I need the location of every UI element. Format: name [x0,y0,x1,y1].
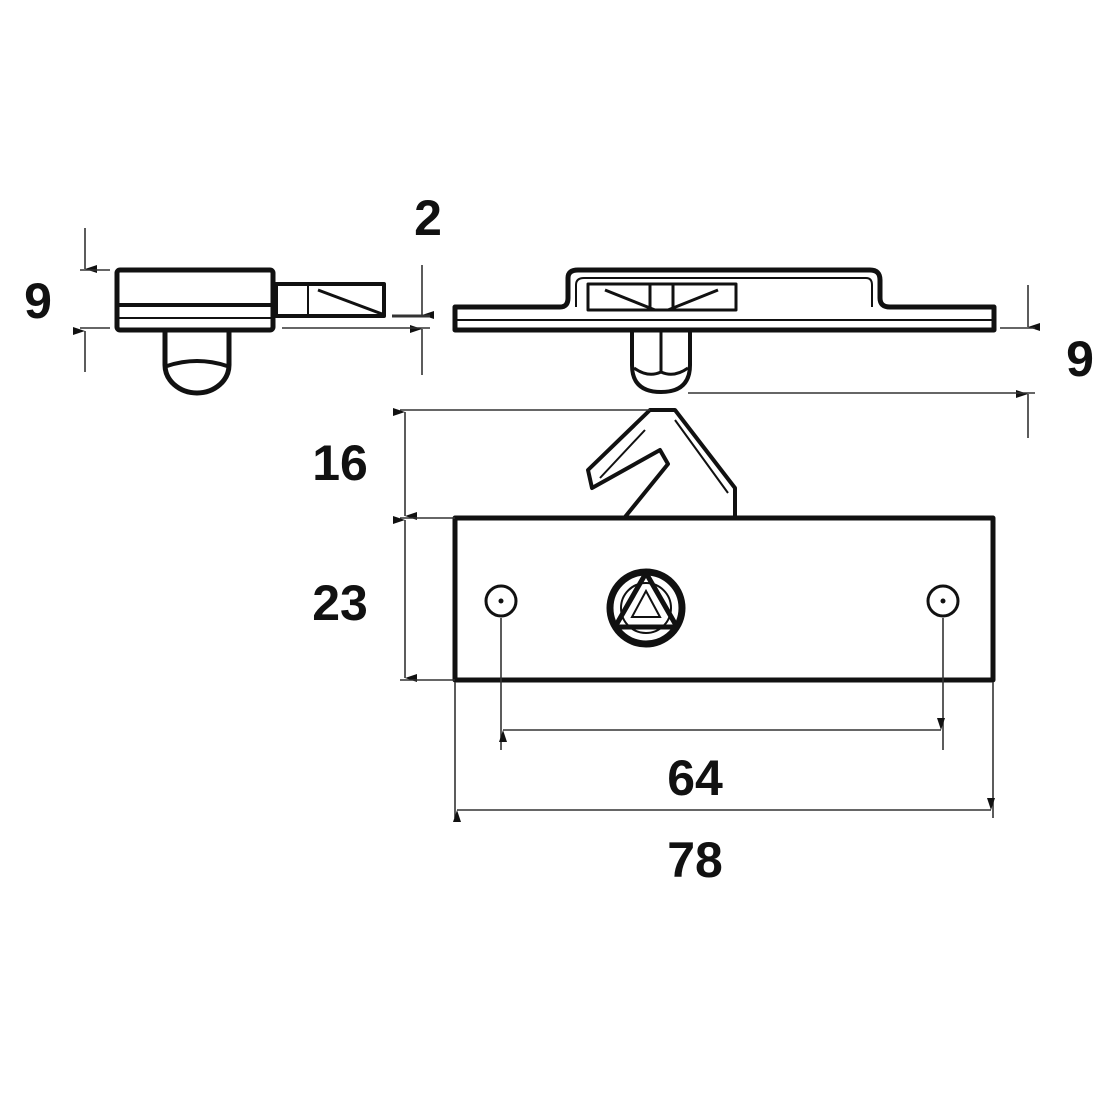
dim-label-78: 78 [667,832,723,888]
dim-tab-offset: 2 [282,190,442,375]
dim-plate-height: 23 [312,516,455,682]
plan-view [452,408,996,683]
dim-front-height: 9 [688,285,1094,438]
dim-label-9-front: 9 [1066,331,1094,387]
dim-label-16: 16 [312,435,368,491]
side-view [114,267,386,396]
dim-hook-height: 16 [312,408,650,520]
dim-label-23: 23 [312,575,368,631]
dim-plate-width: 78 [453,682,995,888]
dim-label-9-side: 9 [24,273,52,329]
dim-label-2: 2 [414,190,442,246]
dim-label-64: 64 [667,750,723,806]
dim-hole-spacing: 64 [499,618,945,806]
front-view [452,267,997,394]
dim-side-height: 9 [24,228,110,372]
